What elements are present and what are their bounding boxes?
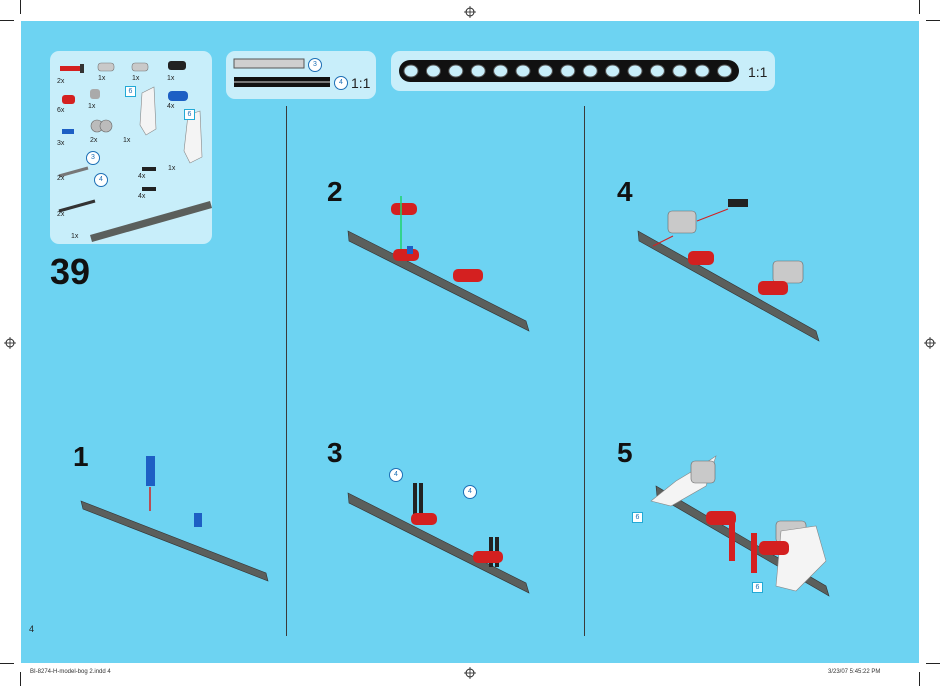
- axle-ruler-panel: 3 4 1:1: [226, 51, 376, 99]
- length-callout: 4: [389, 468, 403, 482]
- qty-label: 1x: [71, 233, 79, 240]
- registration-mark-icon: [924, 337, 936, 349]
- crop-mark: [919, 0, 920, 14]
- length-callout: 3: [308, 58, 322, 72]
- crop-mark: [0, 663, 14, 664]
- step-number: 3: [327, 437, 343, 468]
- step-number: 4: [617, 176, 633, 207]
- qty-label: 1x: [123, 137, 131, 144]
- part-label: 6: [752, 582, 763, 593]
- qty-label: 2x: [57, 78, 65, 85]
- column-divider: [286, 106, 287, 636]
- part-label: 6: [125, 86, 136, 97]
- crop-mark: [919, 672, 920, 686]
- step-number: 1: [73, 441, 89, 472]
- crop-mark: [20, 0, 21, 14]
- qty-label: 1x: [98, 75, 106, 82]
- length-callout: 4: [463, 485, 477, 499]
- step-number: 2: [327, 176, 343, 207]
- footer-timestamp: 3/23/07 5:45:22 PM: [828, 669, 881, 675]
- footer-filename: BI-8274-H-model-bog 2.indd 4: [30, 669, 111, 675]
- qty-label: 4x: [138, 193, 146, 200]
- registration-mark-icon: [4, 337, 16, 349]
- length-callout: 3: [86, 151, 100, 165]
- parts-list-panel: 2x 1x 1x 1x 6x 1x 4x 3x 2x 1x 2x 4x 1x 2…: [50, 51, 212, 244]
- step-2-illustration: [347, 196, 530, 332]
- crop-mark: [0, 20, 14, 21]
- qty-label: 1x: [167, 75, 175, 82]
- part-label: 6: [184, 109, 195, 120]
- qty-label: 2x: [57, 175, 65, 182]
- axle-ruler: [233, 58, 330, 87]
- qty-label: 4x: [138, 173, 146, 180]
- step-1-illustration: [80, 456, 269, 582]
- qty-label: 1x: [132, 75, 140, 82]
- length-callout: 4: [334, 76, 348, 90]
- scale-label: 1:1: [351, 75, 371, 91]
- qty-label: 6x: [57, 107, 65, 114]
- qty-label: 2x: [57, 211, 65, 218]
- qty-label: 1x: [88, 103, 96, 110]
- length-callout: 4: [94, 173, 108, 187]
- parts-illustration: [58, 61, 212, 242]
- qty-label: 1x: [168, 165, 176, 172]
- page-number: 4: [29, 624, 35, 634]
- crop-mark: [926, 20, 940, 21]
- instruction-page: 2x 1x 1x 1x 6x 1x 4x 3x 2x 1x 2x 4x 1x 2…: [21, 21, 919, 663]
- crop-mark: [20, 672, 21, 686]
- registration-mark-icon: [464, 6, 476, 18]
- crop-mark: [926, 663, 940, 664]
- step-5-illustration: [650, 455, 830, 597]
- step-number: 5: [617, 437, 633, 468]
- step-3-illustration: [347, 483, 530, 594]
- registration-mark-icon: [464, 667, 476, 679]
- scale-label: 1:1: [748, 64, 768, 80]
- column-divider: [584, 106, 585, 636]
- step-4-illustration: [637, 199, 820, 342]
- beam-ruler: [399, 60, 739, 82]
- qty-label: 3x: [57, 140, 65, 147]
- qty-label: 2x: [90, 137, 98, 144]
- step-group-number: 39: [50, 251, 91, 292]
- beam-ruler-panel: 1:1: [391, 51, 775, 91]
- part-label: 6: [632, 512, 643, 523]
- qty-label: 4x: [167, 103, 175, 110]
